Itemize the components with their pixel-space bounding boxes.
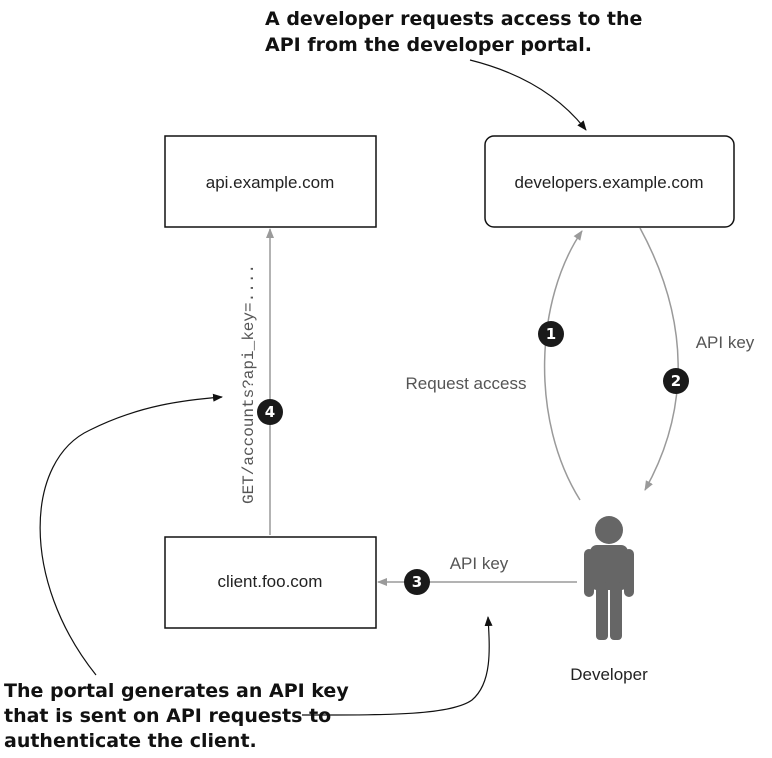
api-key-to-developer-arrow — [639, 227, 679, 491]
person-icon — [584, 516, 634, 640]
bottom-callout: The portal generates an API key that is … — [4, 680, 349, 752]
bottom-callout-pointer-key — [301, 616, 493, 716]
top-callout-line-2: API from the developer portal. — [265, 34, 592, 56]
bottom-callout-pointer-api — [39, 393, 223, 676]
bottom-callout-line-1: The portal generates an API key — [4, 680, 349, 702]
bottom-callout-line-2: that is sent on API requests to — [4, 705, 331, 727]
developer-label: Developer — [570, 665, 648, 684]
request-access-arrow — [543, 230, 583, 501]
svg-text:4: 4 — [265, 403, 275, 421]
top-callout-pointer — [469, 59, 587, 131]
top-callout-line-1: A developer requests access to the — [265, 8, 642, 30]
client-label: client.foo.com — [218, 572, 323, 591]
request-access-label: Request access — [406, 374, 527, 393]
step-badge-2: 2 — [663, 368, 689, 394]
svg-text:1: 1 — [546, 325, 556, 343]
api-server-label: api.example.com — [206, 173, 335, 192]
client-node: client.foo.com — [164, 536, 377, 629]
step-badge-3: 3 — [404, 569, 430, 595]
api-request-label: GET/accounts?api_key=.... — [240, 264, 258, 504]
top-callout: A developer requests access to the API f… — [265, 8, 642, 56]
developer-portal-node: developers.example.com — [484, 135, 735, 228]
step-badge-1: 1 — [538, 321, 564, 347]
svg-text:3: 3 — [412, 573, 422, 591]
api-key-portal-label: API key — [696, 333, 755, 352]
api-key-client-label: API key — [450, 554, 509, 573]
step-badge-4: 4 — [257, 399, 283, 425]
bottom-callout-line-3: authenticate the client. — [4, 730, 257, 752]
api-server-node: api.example.com — [164, 135, 377, 228]
developer-portal-label: developers.example.com — [515, 173, 704, 192]
svg-text:2: 2 — [671, 372, 681, 390]
